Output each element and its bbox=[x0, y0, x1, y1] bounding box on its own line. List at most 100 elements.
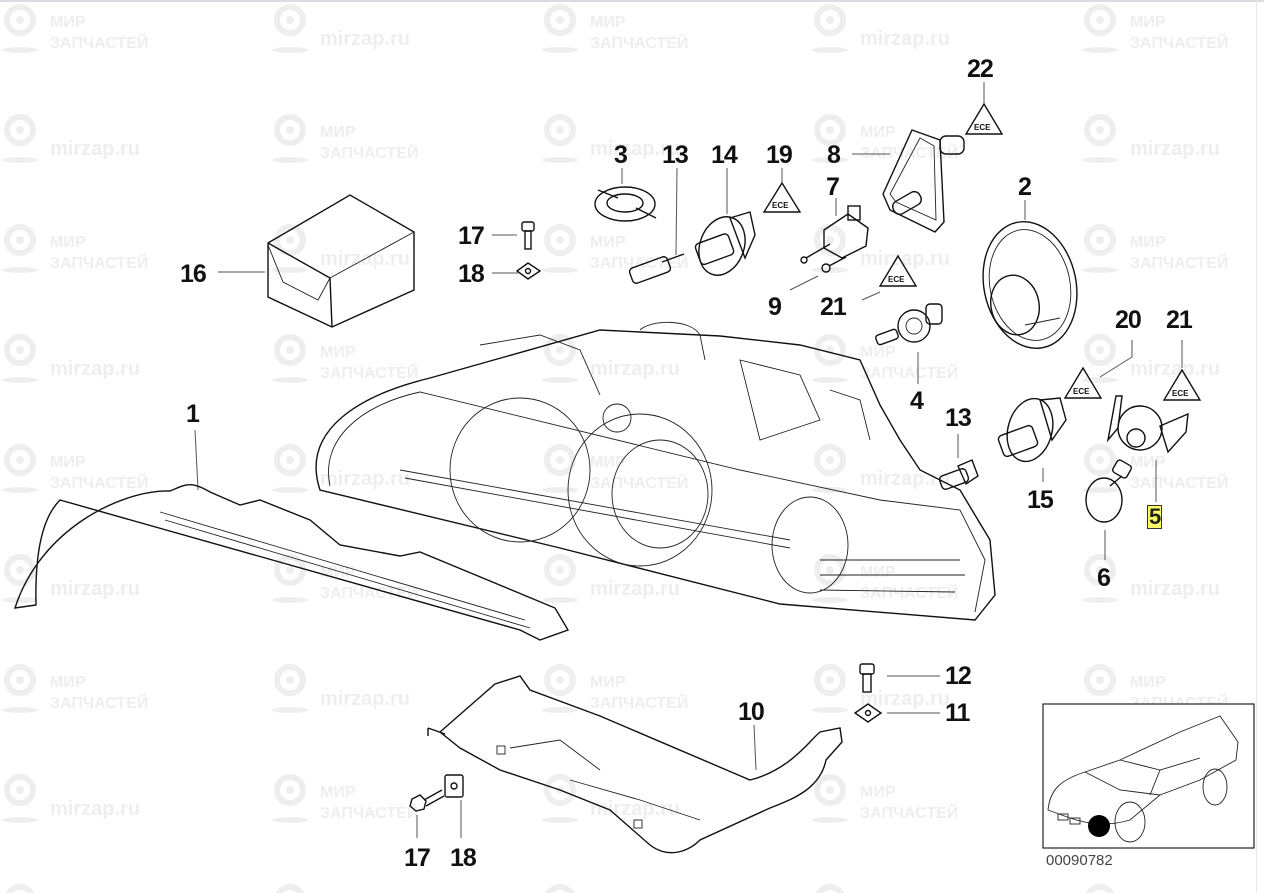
map-pin-icon bbox=[544, 224, 576, 256]
map-pin-icon bbox=[545, 884, 575, 893]
watermark-tile: mirzap.ru bbox=[272, 664, 410, 713]
map-pin-icon bbox=[274, 4, 306, 36]
svg-text:ЗАПЧАСТЕЙ: ЗАПЧАСТЕЙ bbox=[320, 363, 418, 382]
callout-12[interactable]: 12 bbox=[945, 662, 972, 690]
part-11-clip-nut[interactable] bbox=[853, 703, 883, 723]
map-pin-icon bbox=[274, 114, 306, 146]
svg-text:МИР: МИР bbox=[860, 124, 896, 141]
callout-4[interactable]: 4 bbox=[910, 387, 924, 415]
svg-text:ЗАПЧАСТЕЙ: ЗАПЧАСТЕЙ bbox=[590, 33, 688, 52]
callout-22[interactable]: 22 bbox=[967, 55, 994, 83]
watermark-tile: mirzap.ru bbox=[542, 774, 680, 823]
callout-2[interactable]: 2 bbox=[1018, 173, 1032, 201]
callout-10[interactable]: 10 bbox=[738, 698, 765, 726]
svg-text:mirzap.ru: mirzap.ru bbox=[590, 138, 680, 160]
svg-text:МИР: МИР bbox=[320, 784, 356, 801]
svg-text:ЗАПЧАСТЕЙ: ЗАПЧАСТЕЙ bbox=[590, 473, 688, 492]
map-pin-icon bbox=[544, 444, 576, 476]
svg-text:МИР: МИР bbox=[50, 454, 86, 471]
part-16-box[interactable] bbox=[267, 194, 415, 328]
map-pin-icon bbox=[4, 444, 36, 476]
callout-14[interactable]: 14 bbox=[711, 141, 738, 169]
map-pin-icon bbox=[815, 884, 845, 893]
part-2-headlight-cover-cap[interactable] bbox=[972, 213, 1089, 357]
map-pin-icon bbox=[274, 774, 306, 806]
vehicle-locator-thumbnail[interactable] bbox=[1042, 703, 1255, 849]
callout-1[interactable]: 1 bbox=[186, 400, 200, 428]
part-9-screw[interactable] bbox=[821, 256, 847, 273]
map-pin-icon bbox=[5, 884, 35, 893]
watermark-tile: mirzap.ru bbox=[2, 554, 140, 603]
warning-triangle-21-upper: ECE bbox=[878, 254, 918, 287]
callout-17-upper[interactable]: 17 bbox=[458, 222, 485, 250]
watermark-tile: mirzap.ru bbox=[1082, 114, 1220, 163]
map-pin-icon bbox=[4, 664, 36, 696]
map-pin-icon bbox=[1084, 334, 1116, 366]
part-4-bulb[interactable] bbox=[875, 303, 943, 346]
part-3-retaining-ring[interactable] bbox=[594, 186, 657, 222]
part-13-bulb-lower[interactable] bbox=[938, 459, 979, 490]
part-6-bulb[interactable] bbox=[1085, 459, 1133, 523]
part-12-bolt[interactable] bbox=[859, 663, 875, 693]
part-13-bulb[interactable] bbox=[628, 253, 685, 284]
watermark-tile: mirzap.ru bbox=[812, 4, 950, 53]
callout-13-lower[interactable]: 13 bbox=[945, 404, 972, 432]
part-5-bulb-socket[interactable] bbox=[1106, 395, 1189, 454]
part-14-bulb-socket[interactable] bbox=[691, 210, 756, 281]
svg-text:ЗАПЧАСТЕЙ: ЗАПЧАСТЕЙ bbox=[590, 693, 688, 712]
callout-17-lower[interactable]: 17 bbox=[404, 844, 431, 872]
part-15-bulb-socket[interactable] bbox=[997, 393, 1067, 466]
map-pin-icon bbox=[544, 334, 576, 366]
callout-11[interactable]: 11 bbox=[945, 699, 970, 727]
callout-21-upper[interactable]: 21 bbox=[820, 293, 847, 321]
callout-7[interactable]: 7 bbox=[826, 173, 840, 201]
part-18-clip-nut-lower[interactable] bbox=[444, 774, 464, 798]
watermark-tile: mirzap.ru bbox=[2, 334, 140, 383]
part-8-ignition-unit[interactable] bbox=[882, 129, 965, 233]
callout-18-lower[interactable]: 18 bbox=[450, 844, 477, 872]
svg-text:mirzap.ru: mirzap.ru bbox=[1130, 578, 1220, 600]
leader-lines bbox=[194, 82, 1183, 838]
map-pin-icon bbox=[814, 774, 846, 806]
callout-20[interactable]: 20 bbox=[1115, 306, 1142, 334]
main-headlight-housing[interactable] bbox=[315, 321, 996, 621]
callout-5-highlighted[interactable]: 5 bbox=[1147, 504, 1163, 529]
part-18-clip-nut[interactable] bbox=[515, 262, 542, 280]
svg-text:ЗАПЧАСТЕЙ: ЗАПЧАСТЕЙ bbox=[1130, 473, 1228, 492]
callout-18-upper[interactable]: 18 bbox=[458, 260, 485, 288]
map-pin-icon bbox=[274, 334, 306, 366]
callout-21-lower[interactable]: 21 bbox=[1166, 306, 1193, 334]
part-7-bulb-holder[interactable] bbox=[800, 205, 869, 264]
callout-13-upper[interactable]: 13 bbox=[662, 141, 689, 169]
callout-19[interactable]: 19 bbox=[766, 141, 793, 169]
svg-text:ЗАПЧАСТЕЙ: ЗАПЧАСТЕЙ bbox=[860, 363, 958, 382]
callout-16[interactable]: 16 bbox=[180, 260, 207, 288]
svg-text:ECE: ECE bbox=[974, 123, 991, 132]
callout-3[interactable]: 3 bbox=[614, 141, 628, 169]
svg-text:ЗАПЧАСТЕЙ: ЗАПЧАСТЕЙ bbox=[320, 143, 418, 162]
callout-8[interactable]: 8 bbox=[827, 141, 841, 169]
right-border bbox=[1256, 0, 1257, 893]
map-pin-icon bbox=[4, 224, 36, 256]
callout-9[interactable]: 9 bbox=[768, 293, 782, 321]
callout-6[interactable]: 6 bbox=[1097, 564, 1111, 592]
callout-15[interactable]: 15 bbox=[1027, 486, 1054, 514]
part-17-bolt-lower[interactable] bbox=[409, 789, 445, 812]
part-17-bolt[interactable] bbox=[521, 221, 535, 250]
part-1-trim-strip[interactable] bbox=[13, 484, 570, 641]
svg-text:mirzap.ru: mirzap.ru bbox=[590, 798, 680, 820]
map-pin-icon bbox=[1084, 444, 1116, 476]
map-pin-icon bbox=[814, 224, 846, 256]
part-10-lower-bracket[interactable] bbox=[427, 675, 843, 854]
svg-text:ЗАПЧАСТЕЙ: ЗАПЧАСТЕЙ bbox=[860, 803, 958, 822]
svg-text:mirzap.ru: mirzap.ru bbox=[320, 28, 410, 50]
